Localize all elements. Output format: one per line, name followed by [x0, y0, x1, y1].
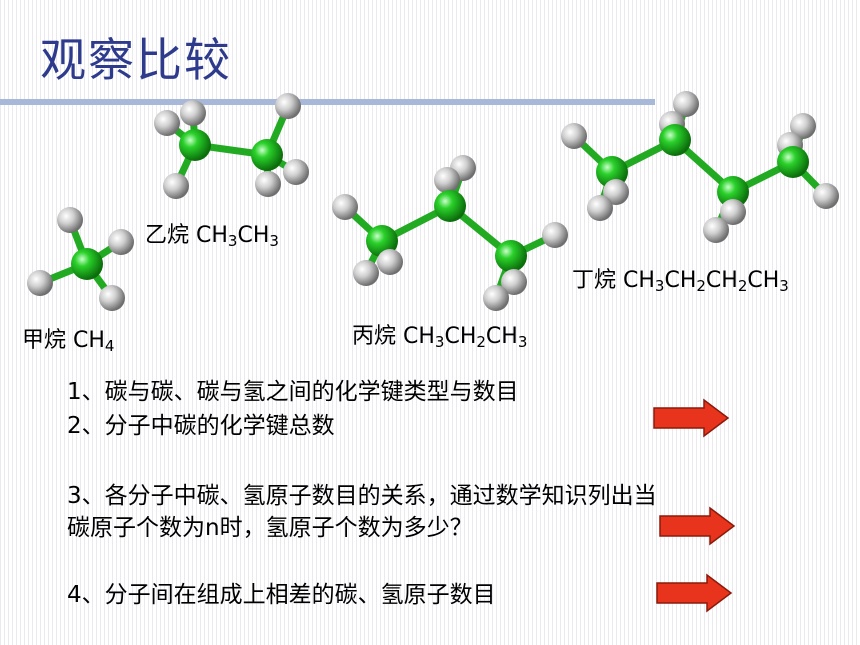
ethane-formula: CH3CH3 — [196, 223, 279, 250]
arrow-right-icon[interactable] — [655, 573, 735, 613]
question-4: 4、分子间在组成上相差的碳、氢原子数目 — [67, 582, 496, 608]
arrow-right-icon[interactable] — [652, 398, 732, 438]
ethane-model — [154, 93, 309, 199]
butane-label: 丁烷 CH3CH2CH2CH3 — [572, 262, 789, 295]
title-divider — [0, 99, 655, 105]
question-2: 2、分子中碳的化学键总数 — [67, 413, 335, 439]
methane-name: 甲烷 — [22, 328, 67, 353]
ethane-label: 乙烷 CH3CH3 — [145, 217, 279, 250]
question-1: 1、碳与碳、碳与氢之间的化学键类型与数目 — [67, 379, 519, 405]
question-3-line-1: 3、各分子中碳、氢原子数目的关系，通过数学知识列出当 — [67, 483, 657, 509]
butane-formula: CH3CH2CH2CH3 — [623, 268, 789, 295]
butane-name: 丁烷 — [572, 268, 617, 293]
propane-name: 丙烷 — [352, 324, 397, 349]
question-3-line-2: 碳原子个数为n时，氢原子个数为多少？ — [67, 515, 473, 541]
methane-model — [27, 207, 134, 311]
slide-title: 观察比较 — [40, 33, 232, 87]
propane-formula: CH3CH2CH3 — [403, 324, 528, 351]
methane-label: 甲烷 CH4 — [22, 322, 114, 355]
ethane-name: 乙烷 — [145, 223, 190, 248]
methane-formula: CH4 — [73, 328, 115, 355]
propane-label: 丙烷 CH3CH2CH3 — [352, 318, 527, 351]
butane-model — [561, 91, 839, 243]
arrow-right-icon[interactable] — [658, 506, 738, 546]
propane-model — [332, 155, 568, 311]
